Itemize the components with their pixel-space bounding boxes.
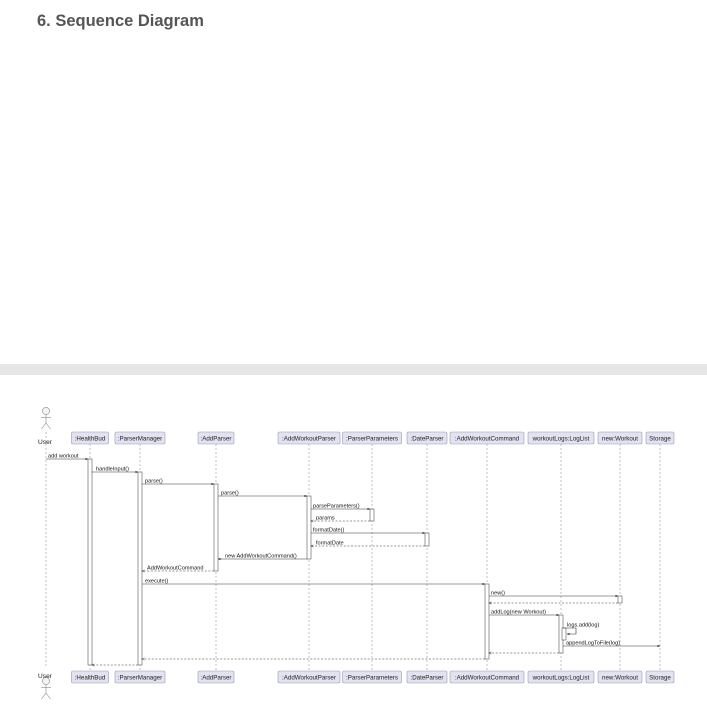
- participant-label: :AddWorkoutParser: [282, 435, 336, 442]
- participant-box: [114, 670, 166, 684]
- participant-box: [71, 431, 109, 445]
- participant-addworkoutcommand-top: :AddWorkoutCommand: [449, 431, 525, 445]
- activation-addparser: [213, 483, 219, 572]
- participant-label: :ParserManager: [118, 435, 162, 442]
- actor-leg-right: [45, 422, 51, 430]
- participant-dateparser-top: :DateParser: [406, 431, 448, 445]
- participant-box: [645, 431, 675, 445]
- participant-addworkoutparser-bottom: :AddWorkoutParser: [277, 670, 341, 684]
- participant-new-workout-top: new:Workout: [597, 431, 643, 445]
- message-handleinput-label: handleInput(): [96, 466, 129, 472]
- activation-parsermanager: [137, 471, 143, 666]
- participant-box: [406, 670, 448, 684]
- activation-loglist-nested: [561, 627, 567, 641]
- actor-figure-bottom: [41, 677, 51, 700]
- participant-label: new:Workout: [602, 674, 638, 681]
- participant-box: [114, 431, 166, 445]
- message-addworkoutcommand-label: AddWorkoutCommand: [147, 565, 203, 571]
- participant-label: :ParserParameters: [346, 674, 398, 681]
- participant-storage-bottom: Storage: [645, 670, 675, 684]
- participant-label: :AddWorkoutCommand: [455, 435, 520, 442]
- participant-workoutlogs-loglist-bottom: workoutLogs:LogList: [527, 670, 595, 684]
- message-logs-add-log-arrow: [563, 627, 577, 636]
- participant-label: new:Workout: [602, 435, 638, 442]
- participant-label: Storage: [649, 674, 671, 681]
- participant-addparser-top: :AddParser: [197, 431, 235, 445]
- participant-addworkoutparser-top: :AddWorkoutParser: [277, 431, 341, 445]
- activation-addworkoutcommand: [484, 583, 490, 660]
- participant-box: [406, 431, 448, 445]
- participant-box: [449, 670, 525, 684]
- message-formatdate-label: formatDate(): [313, 527, 345, 533]
- page-title: 6. Sequence Diagram: [37, 12, 204, 30]
- participant-box: [645, 670, 675, 684]
- actor-figure-top: [41, 407, 51, 430]
- sequence-diagram: add workout handleInput() parse() parse() pa…: [0, 375, 707, 708]
- participant-box: [71, 670, 109, 684]
- actor-leg-left: [41, 422, 47, 430]
- participant-addparser-bottom: :AddParser: [197, 670, 235, 684]
- participant-label: :ParserManager: [118, 674, 162, 681]
- participant-label: :AddParser: [201, 674, 232, 681]
- message-logs-add-log-label: logs.add(log): [567, 622, 599, 628]
- activation-addworkoutparser: [306, 495, 312, 560]
- message-formatdate-label: formatDate: [316, 540, 344, 546]
- activation-healthbud: [87, 458, 93, 666]
- actor-label-bottom: User: [38, 673, 53, 680]
- message-execute-label: execute(): [145, 578, 168, 584]
- participant-box: [597, 431, 643, 445]
- participant-label: workoutLogs:LogList: [532, 674, 590, 681]
- participant-healthbud-bottom: :HealthBud: [71, 670, 109, 684]
- participant-storage-top: Storage: [645, 431, 675, 445]
- participant-box: [342, 431, 402, 445]
- activation-parserparameters: [369, 508, 375, 522]
- message-new-addworkoutcommand-label: new AddWorkoutCommand(): [225, 553, 297, 559]
- participant-box: [527, 670, 595, 684]
- participant-label: :HealthBud: [75, 435, 106, 442]
- participant-label: :DateParser: [410, 674, 443, 681]
- participant-box: [277, 670, 341, 684]
- participant-parsermanager-top: :ParserManager: [114, 431, 166, 445]
- activation-new-workout: [617, 595, 623, 604]
- participant-box: [197, 670, 235, 684]
- message-parse-label: parse(): [221, 490, 239, 496]
- participant-workoutlogs-loglist-top: workoutLogs:LogList: [527, 431, 595, 445]
- message-parseparameters-label: parseParameters(): [313, 503, 360, 509]
- participant-box: [342, 670, 402, 684]
- actor-leg-left: [41, 692, 47, 700]
- participant-parserparameters-top: :ParserParameters: [342, 431, 402, 445]
- participant-dateparser-bottom: :DateParser: [406, 670, 448, 684]
- participant-label: :AddParser: [201, 435, 232, 442]
- participant-box: [197, 431, 235, 445]
- participant-box: [449, 431, 525, 445]
- message-params-label: params: [316, 515, 335, 521]
- participant-label: :AddWorkoutCommand: [455, 674, 520, 681]
- participant-label: :DateParser: [410, 435, 443, 442]
- participant-addworkoutcommand-bottom: :AddWorkoutCommand: [449, 670, 525, 684]
- message-add-workout-label: add workout: [48, 453, 79, 459]
- participant-healthbud-top: :HealthBud: [71, 431, 109, 445]
- participant-box: [597, 670, 643, 684]
- participant-label: :HealthBud: [75, 674, 106, 681]
- actor-head: [42, 407, 50, 415]
- message-new-label: new(): [491, 590, 505, 596]
- participant-box: [527, 431, 595, 445]
- section-divider: [0, 364, 707, 375]
- sequence-diagram-svg: add workout handleInput() parse() parse() pa…: [38, 407, 675, 700]
- actor-head: [42, 677, 50, 685]
- message-parse-label: parse(): [145, 478, 163, 484]
- participant-parserparameters-bottom: :ParserParameters: [342, 670, 402, 684]
- participant-box: [277, 431, 341, 445]
- participant-parsermanager-bottom: :ParserManager: [114, 670, 166, 684]
- participant-label: Storage: [649, 435, 671, 442]
- participant-label: :ParserParameters: [346, 435, 398, 442]
- actor-label-top: User: [38, 439, 53, 446]
- participant-new-workout-bottom: new:Workout: [597, 670, 643, 684]
- participant-label: workoutLogs:LogList: [532, 435, 590, 442]
- actor-leg-right: [45, 692, 51, 700]
- message-addlog-new-workout-label: addLog(new Workout): [491, 609, 546, 615]
- participant-label: :AddWorkoutParser: [282, 674, 336, 681]
- activation-dateparser: [424, 532, 430, 547]
- message-appendlogtofile-log-label: appendLogToFile(log): [566, 640, 620, 646]
